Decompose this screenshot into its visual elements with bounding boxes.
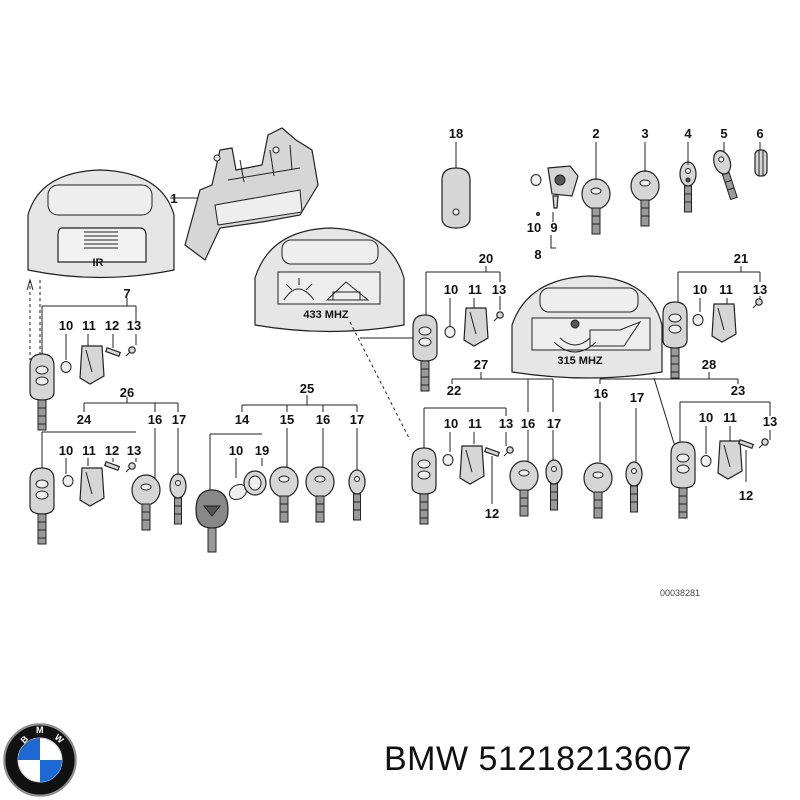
part-18-cover — [441, 142, 471, 229]
label-13-g23: 13 — [763, 414, 777, 429]
part-5-key — [710, 142, 743, 202]
label-12-g23: 12 — [739, 488, 753, 503]
label-10-g21: 10 — [693, 282, 707, 297]
group-7 — [29, 298, 137, 431]
svg-text:B: B — [19, 733, 31, 745]
label-16-g27: 16 — [521, 416, 535, 431]
label-3: 3 — [641, 126, 648, 141]
label-24: 24 — [77, 412, 92, 427]
label-10-g20: 10 — [444, 282, 458, 297]
label-17-g27: 17 — [547, 416, 561, 431]
label-11-g21: 11 — [719, 282, 733, 297]
label-12-g24: 12 — [105, 443, 119, 458]
housing-315mhz: 315 MHZ — [511, 275, 677, 451]
label-10-g22: 10 — [444, 416, 458, 431]
label-10-g14: 10 — [229, 443, 243, 458]
label-11-g7: 11 — [82, 318, 96, 333]
group-28 — [583, 372, 771, 519]
label-13-g20: 13 — [492, 282, 506, 297]
label-10-g24: 10 — [59, 443, 73, 458]
label-27: 27 — [474, 357, 488, 372]
group-20 — [412, 266, 504, 392]
label-6: 6 — [756, 126, 763, 141]
part-number-caption: BMW 51218213607 — [384, 740, 693, 778]
label-23: 23 — [731, 383, 745, 398]
label-18: 18 — [449, 126, 463, 141]
part-4-key — [679, 142, 697, 213]
label-19: 19 — [255, 443, 269, 458]
label-17-g26: 17 — [172, 412, 186, 427]
label-11-g23: 11 — [723, 410, 737, 425]
label-10-g7: 10 — [59, 318, 73, 333]
part-3-key — [630, 142, 660, 227]
label-13-g7: 13 — [127, 318, 141, 333]
label-12-g7: 12 — [105, 318, 119, 333]
label-7: 7 — [123, 286, 130, 301]
part-2-key — [581, 142, 611, 235]
label-2: 2 — [592, 126, 599, 141]
label-25: 25 — [300, 381, 314, 396]
label-15: 15 — [280, 412, 294, 427]
bmw-logo: B M W — [3, 723, 77, 797]
label-13-g24: 13 — [127, 443, 141, 458]
label-22: 22 — [447, 383, 461, 398]
door-handle — [170, 127, 319, 261]
part-8-9-10-lock — [530, 165, 579, 249]
group-27 — [411, 372, 563, 525]
label-11-g24: 11 — [82, 443, 96, 458]
label-8: 8 — [534, 247, 541, 262]
group-26 — [29, 397, 187, 545]
label-10-top: 10 — [527, 220, 541, 235]
housing-433mhz: 433 MHZ — [254, 227, 420, 441]
label-16-g25: 16 — [316, 412, 330, 427]
label-14: 14 — [235, 412, 250, 427]
group-21 — [662, 266, 763, 379]
svg-text:M: M — [36, 725, 44, 735]
label-11-g22: 11 — [468, 416, 482, 431]
label-12-g22: 12 — [485, 506, 499, 521]
label-28: 28 — [702, 357, 716, 372]
group-25 — [195, 395, 366, 553]
label-4: 4 — [684, 126, 692, 141]
label-16-g28: 16 — [594, 386, 608, 401]
ir-tag: IR — [93, 257, 104, 269]
label-13-g21: 13 — [753, 282, 767, 297]
diagram-reference: 00038281 — [660, 588, 700, 598]
433mhz-tag: 433 MHZ — [303, 309, 349, 321]
label-26: 26 — [120, 385, 134, 400]
label-16-g26: 16 — [148, 412, 162, 427]
label-11-g20: 11 — [468, 282, 482, 297]
label-10-g23: 10 — [699, 410, 713, 425]
label-21: 21 — [734, 251, 748, 266]
label-1: 1 — [170, 191, 177, 206]
label-20: 20 — [479, 251, 493, 266]
label-13-g22: 13 — [499, 416, 513, 431]
ir-receiver-housing: IR — [26, 169, 175, 360]
label-9: 9 — [550, 220, 557, 235]
label-17-g28: 17 — [630, 390, 644, 405]
label-17-g25: 17 — [350, 412, 364, 427]
part-6-blade — [754, 142, 768, 177]
315mhz-tag: 315 MHZ — [557, 355, 603, 367]
label-5: 5 — [720, 126, 727, 141]
